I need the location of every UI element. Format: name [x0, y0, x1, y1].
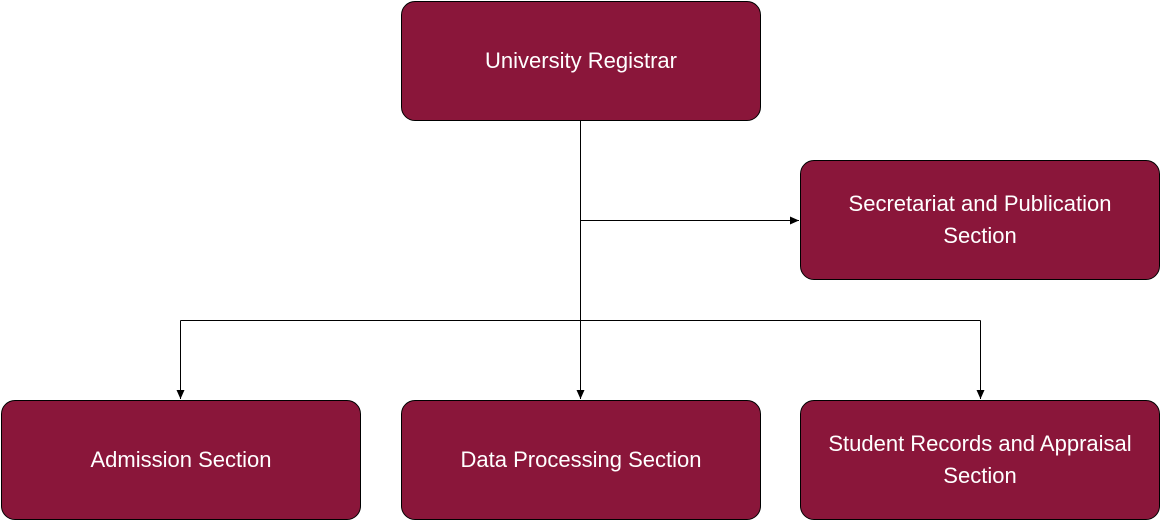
university-registrar-label: University Registrar: [485, 48, 677, 73]
secretariat-publication-box[interactable]: Secretariat and Publication Section: [800, 160, 1160, 280]
university-registrar-box[interactable]: University Registrar: [401, 1, 761, 121]
student-records-appraisal-label: Student Records and Appraisal Section: [828, 431, 1132, 488]
admission-section-box[interactable]: Admission Section: [1, 400, 361, 520]
admission-section-label: Admission Section: [90, 447, 272, 472]
data-processing-section-box[interactable]: Data Processing Section: [401, 400, 761, 520]
secretariat-publication-label: Secretariat and Publication Section: [848, 191, 1112, 248]
data-processing-section-label: Data Processing Section: [460, 447, 702, 472]
student-records-appraisal-box[interactable]: Student Records and Appraisal Section: [800, 400, 1160, 520]
